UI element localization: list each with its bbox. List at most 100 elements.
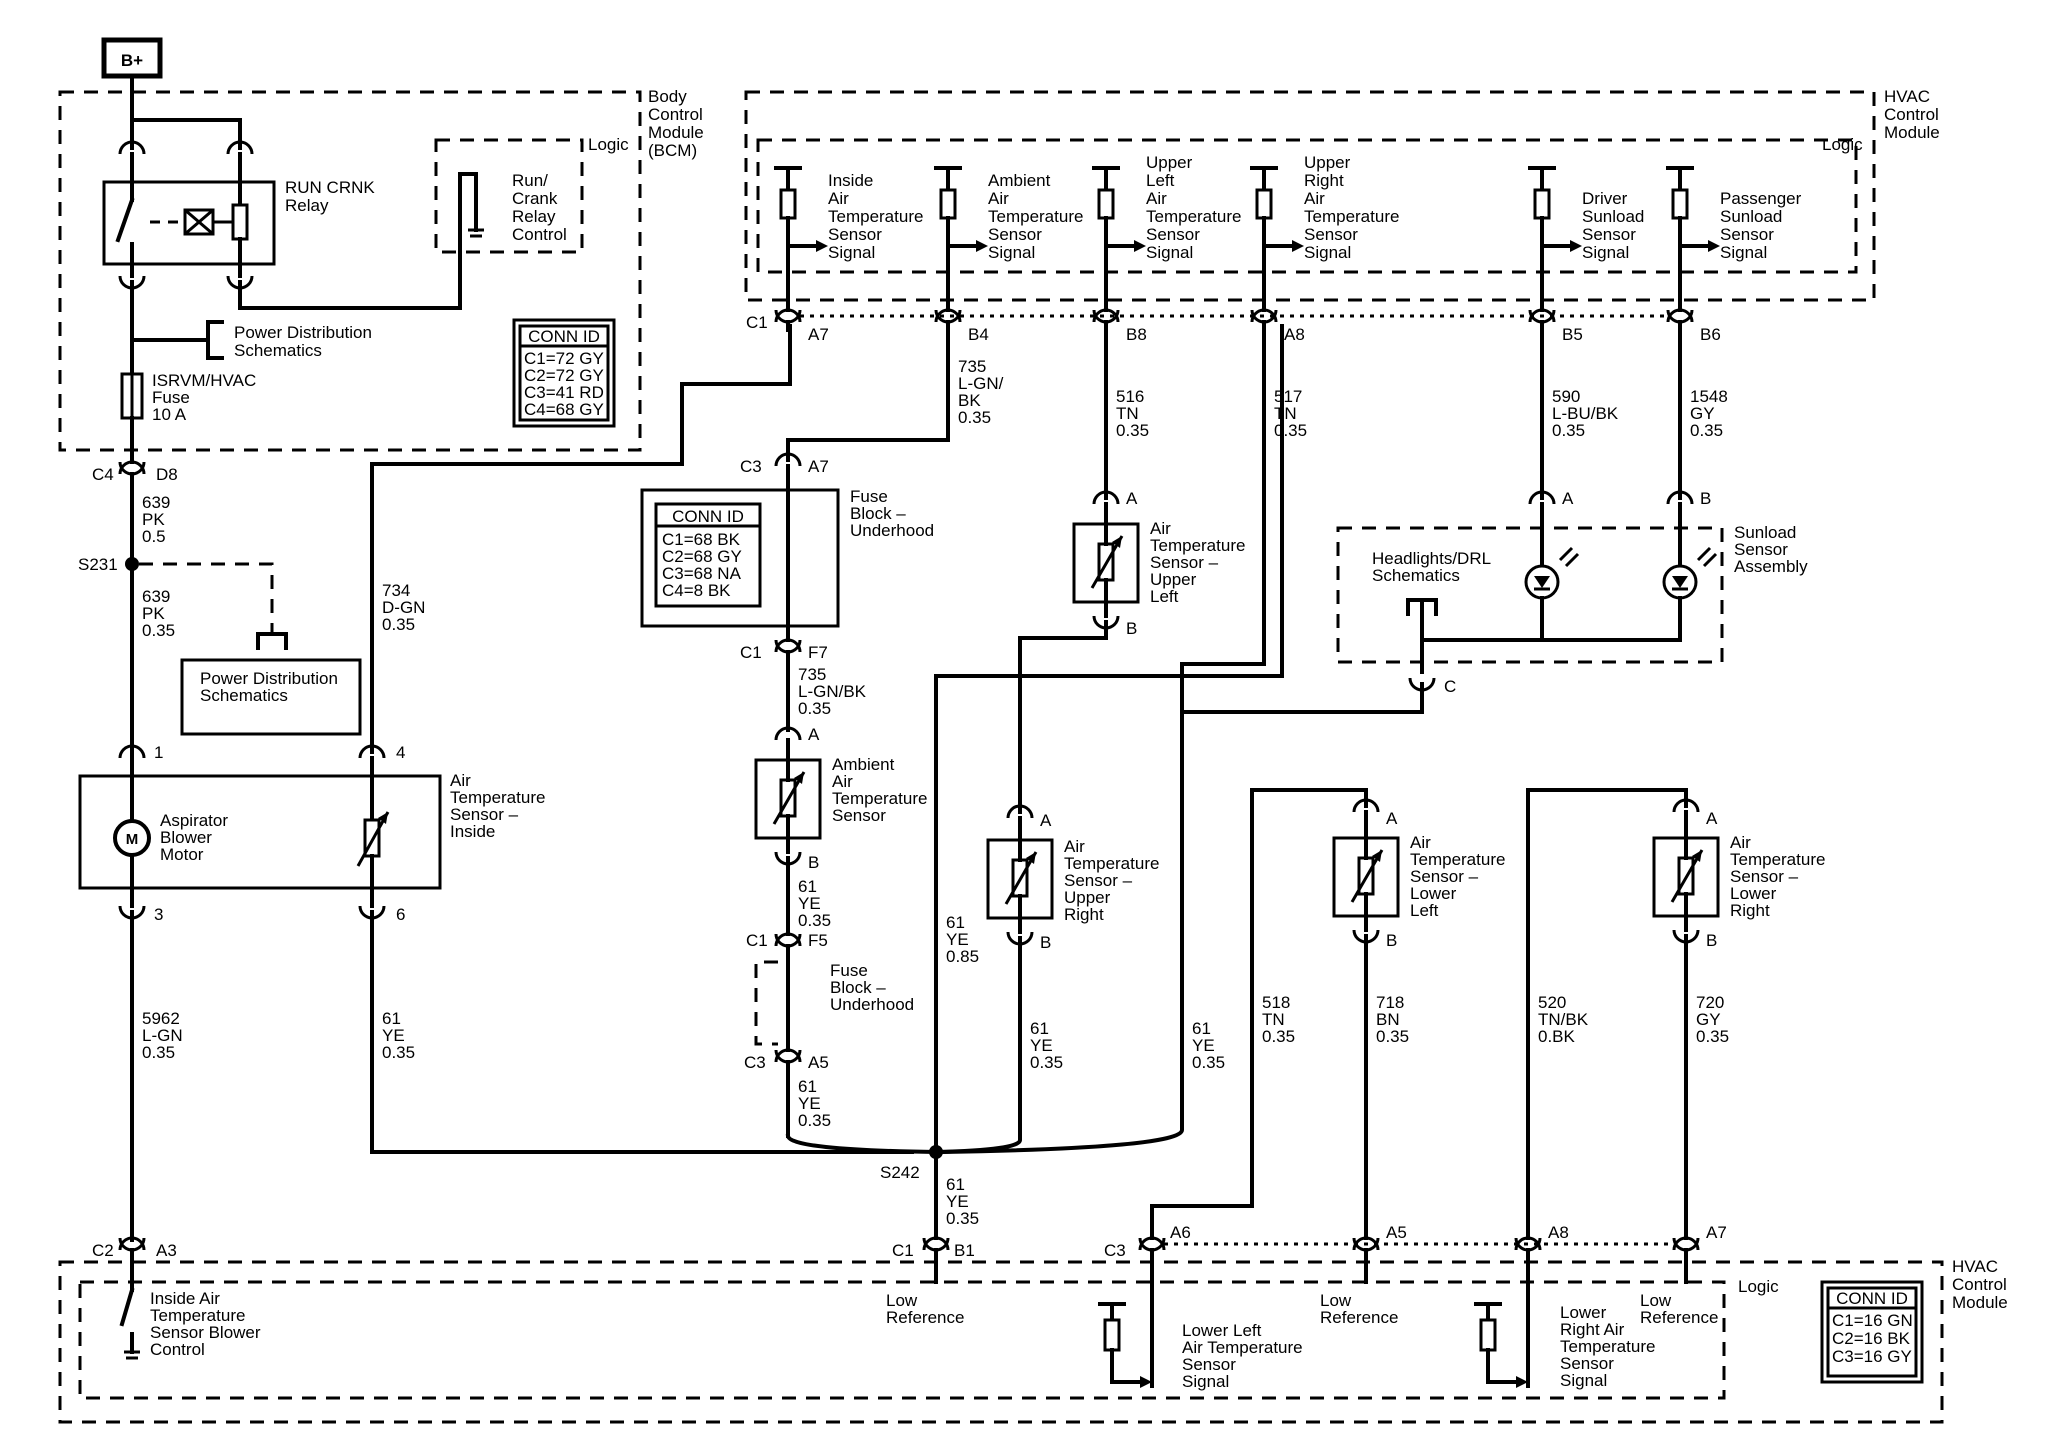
sunload-pin-a: A xyxy=(1562,489,1574,508)
hvac-module-top-boundary xyxy=(744,90,1876,302)
svg-text:Passenger: Passenger xyxy=(1720,189,1802,208)
upper-right-label-4: Upper xyxy=(1064,888,1111,907)
lower-left-label-2: Temperature xyxy=(1410,850,1505,869)
hvac-bottom-logic-box xyxy=(78,1280,1726,1400)
hvac-bottom-title-2: Control xyxy=(1952,1275,2007,1294)
fuse-block-conn-c3: C3=68 NA xyxy=(662,564,742,583)
svg-text:Temperature: Temperature xyxy=(828,207,923,226)
fuse-block-label-2: Block – xyxy=(850,504,906,523)
fuse-block-c3b: C3 xyxy=(744,1053,766,1072)
wire-734-label-2: D-GN xyxy=(382,598,425,617)
wire-639b-label-3: 0.35 xyxy=(142,621,175,640)
svg-text:Upper: Upper xyxy=(1304,153,1351,172)
svg-text:Sensor: Sensor xyxy=(1582,225,1636,244)
upper-left-label-3: Sensor – xyxy=(1150,553,1219,572)
wire-5962-label-1: 5962 xyxy=(142,1009,180,1028)
wire-61b-label-2: YE xyxy=(798,1094,821,1113)
bottom-pin-a5: A5 xyxy=(1386,1223,1407,1242)
power-distribution-label-1-line1: Power Distribution xyxy=(234,323,372,342)
low-reference-3-line1: Low xyxy=(1640,1291,1672,1310)
sunload-sensor-assembly xyxy=(1336,526,1724,664)
wire-590-label-1: 590 xyxy=(1552,387,1580,406)
wire-520-label-1: 520 xyxy=(1538,993,1566,1012)
inside-sensor-label-3: Sensor – xyxy=(450,805,519,824)
aspirator-label-3: Motor xyxy=(160,845,204,864)
bcm-conn-id-c2: C2=72 GY xyxy=(524,366,604,385)
lower-left-signal-label-2: Air Temperature xyxy=(1182,1338,1303,1357)
wire-718-label-1: 718 xyxy=(1376,993,1404,1012)
wire-1548-label-1: 1548 xyxy=(1690,387,1728,406)
ambient-label-1: Ambient xyxy=(832,755,895,774)
hvac-top-title-1: HVAC xyxy=(1884,87,1930,106)
wire-61f-label-1: 61 xyxy=(1192,1019,1211,1038)
hvac-top-logic-label: Logic xyxy=(1822,135,1863,154)
wire-520-label-2: TN/BK xyxy=(1538,1010,1589,1029)
headlights-drl-label-1: Headlights/DRL xyxy=(1372,549,1491,568)
wire-518-label-2: TN xyxy=(1262,1010,1285,1029)
run-crank-control-4: Control xyxy=(512,225,567,244)
bcm-conn-id-title: CONN ID xyxy=(528,327,600,346)
top-pin-b8: B8 xyxy=(1126,325,1147,344)
svg-text:Inside: Inside xyxy=(828,171,873,190)
wire-61d-label-3: 0.85 xyxy=(946,947,979,966)
lower-left-signal-label-4: Signal xyxy=(1182,1372,1229,1391)
svg-text:Sensor: Sensor xyxy=(988,225,1042,244)
bottom-pin-b1: B1 xyxy=(954,1241,975,1260)
lower-left-label-5: Left xyxy=(1410,901,1439,920)
wire-735a-label-1: 735 xyxy=(958,357,986,376)
sunload-pin-c: C xyxy=(1444,677,1456,696)
hvac-conn-id-c1: C1=16 GN xyxy=(1832,1311,1913,1330)
bcm-conn-id-c4: C4=68 GY xyxy=(524,400,604,419)
wire-61-inside-label-1: 61 xyxy=(382,1009,401,1028)
power-distribution-label-1-line2: Schematics xyxy=(234,341,322,360)
sunload-pin-b: B xyxy=(1700,489,1711,508)
aspirator-pin-1: 1 xyxy=(154,743,163,762)
fuse-block-pin-f7: F7 xyxy=(808,643,828,662)
fuse-block-conn-c4: C4=8 BK xyxy=(662,581,731,600)
hvac-top-title-3: Module xyxy=(1884,123,1940,142)
top-sensor-driver-sunload: Driver Sunload Sensor Signal xyxy=(1528,166,1644,262)
lower-right-label-5: Right xyxy=(1730,901,1770,920)
bottom-c3: C3 xyxy=(1104,1241,1126,1260)
upper-left-label-5: Left xyxy=(1150,587,1179,606)
wire-61c-label-2: YE xyxy=(946,1192,969,1211)
run-crank-relay-label-1: RUN CRNK xyxy=(285,178,375,197)
wire-61f-label-2: YE xyxy=(1192,1036,1215,1055)
fuse-block-c1: C1 xyxy=(740,643,762,662)
run-crank-control-1: Run/ xyxy=(512,171,548,190)
svg-text:Temperature: Temperature xyxy=(1146,207,1241,226)
hvac-conn-id-title: CONN ID xyxy=(1836,1289,1908,1308)
fuse-block-label-1: Fuse xyxy=(850,487,888,506)
ambient-pin-a: A xyxy=(808,725,820,744)
headlights-drl-label-2: Schematics xyxy=(1372,566,1460,585)
wire-61e-label-2: YE xyxy=(1030,1036,1053,1055)
top-sensor-upper-left: Upper Left Air Temperature Sensor Signal xyxy=(1092,153,1241,262)
upper-left-label-1: Air xyxy=(1150,519,1171,538)
bcm-title-3: Module xyxy=(648,123,704,142)
blower-control-label-2: Temperature xyxy=(150,1306,245,1325)
fuse-block-conn-id-title: CONN ID xyxy=(672,507,744,526)
bottom-c1: C1 xyxy=(892,1241,914,1260)
top-sensor-ambient: Ambient Air Temperature Sensor Signal xyxy=(934,166,1083,262)
bottom-pin-a6: A6 xyxy=(1170,1223,1191,1242)
wire-735b-label-1: 735 xyxy=(798,665,826,684)
top-pin-a8: A8 xyxy=(1284,325,1305,344)
svg-text:Ambient: Ambient xyxy=(988,171,1051,190)
wire-1548-label-2: GY xyxy=(1690,404,1715,423)
svg-text:Upper: Upper xyxy=(1146,153,1193,172)
connector-c4: C4 xyxy=(92,465,114,484)
bottom-pin-a3: A3 xyxy=(156,1241,177,1260)
wire-61-inside-label-2: YE xyxy=(382,1026,405,1045)
svg-text:Driver: Driver xyxy=(1582,189,1628,208)
top-sensor-passenger-sunload: Passenger Sunload Sensor Signal xyxy=(1666,166,1802,262)
wire-516-label-3: 0.35 xyxy=(1116,421,1149,440)
wire-61a-label-1: 61 xyxy=(798,877,817,896)
fuse-label-1: ISRVM/HVAC xyxy=(152,371,256,390)
wire-590-label-2: L-BU/BK xyxy=(1552,404,1619,423)
wire-517-label-2: TN xyxy=(1274,404,1297,423)
low-reference-3-line2: Reference xyxy=(1640,1308,1718,1327)
upper-left-pin-b: B xyxy=(1126,619,1137,638)
svg-text:Sensor: Sensor xyxy=(1304,225,1358,244)
wire-516-label-1: 516 xyxy=(1116,387,1144,406)
wire-720-label-3: 0.35 xyxy=(1696,1027,1729,1046)
